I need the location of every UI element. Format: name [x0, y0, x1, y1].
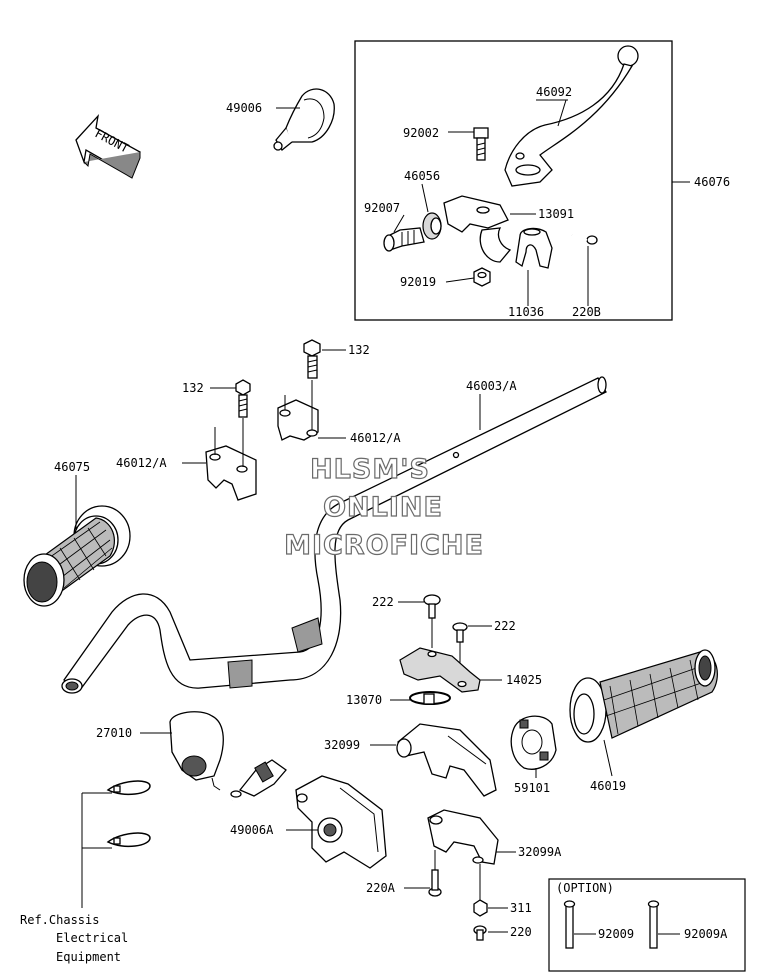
- watermark-line-3: MICROFICHE: [284, 530, 484, 561]
- leader-lines: [75, 99, 690, 935]
- callout-311: 311: [510, 901, 532, 915]
- screw-92007-part: [383, 227, 425, 252]
- callout-46092: 46092: [536, 85, 572, 99]
- callout-32099: 32099: [324, 738, 360, 752]
- callout-46075: 46075: [54, 460, 90, 474]
- band-13070-part: [409, 691, 451, 705]
- callout-220B: 220B: [572, 305, 601, 319]
- bolt-92009-part: [563, 900, 576, 949]
- callout-13091: 13091: [538, 207, 574, 221]
- callout-92009A: 92009A: [684, 927, 728, 941]
- callout-32099A: 32099A: [518, 845, 562, 859]
- callout-132-upper: 132: [348, 343, 370, 357]
- callout-59101: 59101: [514, 781, 550, 795]
- callout-46012A-upper: 46012/A: [350, 431, 401, 445]
- reference-line-1: Ref.Chassis: [20, 913, 99, 927]
- bolt-132-upper-part: [303, 339, 321, 379]
- callout-46056: 46056: [404, 169, 440, 183]
- throttle-case-upper-part: [396, 723, 497, 797]
- callout-46019: 46019: [590, 779, 626, 793]
- callout-27010: 27010: [96, 726, 132, 740]
- handlebar-part: [61, 376, 607, 694]
- callout-49006A: 49006A: [230, 823, 274, 837]
- adjuster-46056-part: [422, 212, 442, 240]
- screw-220-part: [473, 925, 487, 941]
- watermark-line-1: HLSM'S: [310, 454, 430, 485]
- reference-line-2: Electrical: [56, 931, 128, 945]
- option-box-title: (OPTION): [556, 881, 614, 895]
- cable-ties-part: [106, 780, 151, 848]
- option-box-frame: [548, 878, 746, 972]
- lever-assembly-frame: [354, 40, 673, 321]
- bolt-92009A-part: [647, 900, 660, 949]
- right-grip-46019-part: [569, 649, 718, 743]
- callout-92002: 92002: [403, 126, 439, 140]
- callout-92007: 92007: [364, 201, 400, 215]
- callout-46076: 46076: [694, 175, 730, 189]
- callout-92009: 92009: [598, 927, 634, 941]
- left-grip-part: [23, 505, 131, 607]
- callout-220: 220: [510, 925, 532, 939]
- callout-49006: 49006: [226, 101, 262, 115]
- nut-311-part: [473, 864, 488, 917]
- hand-guard-49006-part: [273, 88, 335, 151]
- switch-27010-part: [169, 711, 287, 814]
- screw-220B-part: [571, 234, 598, 245]
- callout-222-right: 222: [494, 619, 516, 633]
- clamp-11036-part: [515, 227, 553, 269]
- callout-92019: 92019: [400, 275, 436, 289]
- front-direction-arrow: FRONT: [75, 113, 141, 179]
- guard-49006A-part: [295, 775, 387, 869]
- callout-222-left: 222: [372, 595, 394, 609]
- plate-14025-part: [399, 647, 481, 693]
- callout-11036: 11036: [508, 305, 544, 319]
- callout-220A: 220A: [366, 881, 396, 895]
- throttle-case-lower-part: [427, 809, 499, 865]
- lever-holder-part: [443, 195, 512, 263]
- screw-220A-part: [428, 850, 442, 897]
- watermark-line-2: ONLINE: [323, 492, 443, 523]
- handlebar-holder-upper-part: [277, 380, 319, 441]
- nut-92019-part: [473, 267, 491, 287]
- bolt-92002-part: [473, 127, 489, 161]
- screw-222-left-part: [423, 594, 441, 648]
- callout-46003A: 46003/A: [466, 379, 517, 393]
- clutch-lever-part: [504, 45, 639, 187]
- callout-132-lower: 132: [182, 381, 204, 395]
- callout-13070: 13070: [346, 693, 382, 707]
- handlebar-holder-lower-part: [205, 418, 257, 501]
- bolt-132-lower-part: [235, 379, 251, 418]
- callout-14025: 14025: [506, 673, 542, 687]
- reference-line-3: Equipment: [56, 950, 121, 964]
- callout-46012A-lower: 46012/A: [116, 456, 167, 470]
- throttle-cam-59101-part: [510, 715, 557, 770]
